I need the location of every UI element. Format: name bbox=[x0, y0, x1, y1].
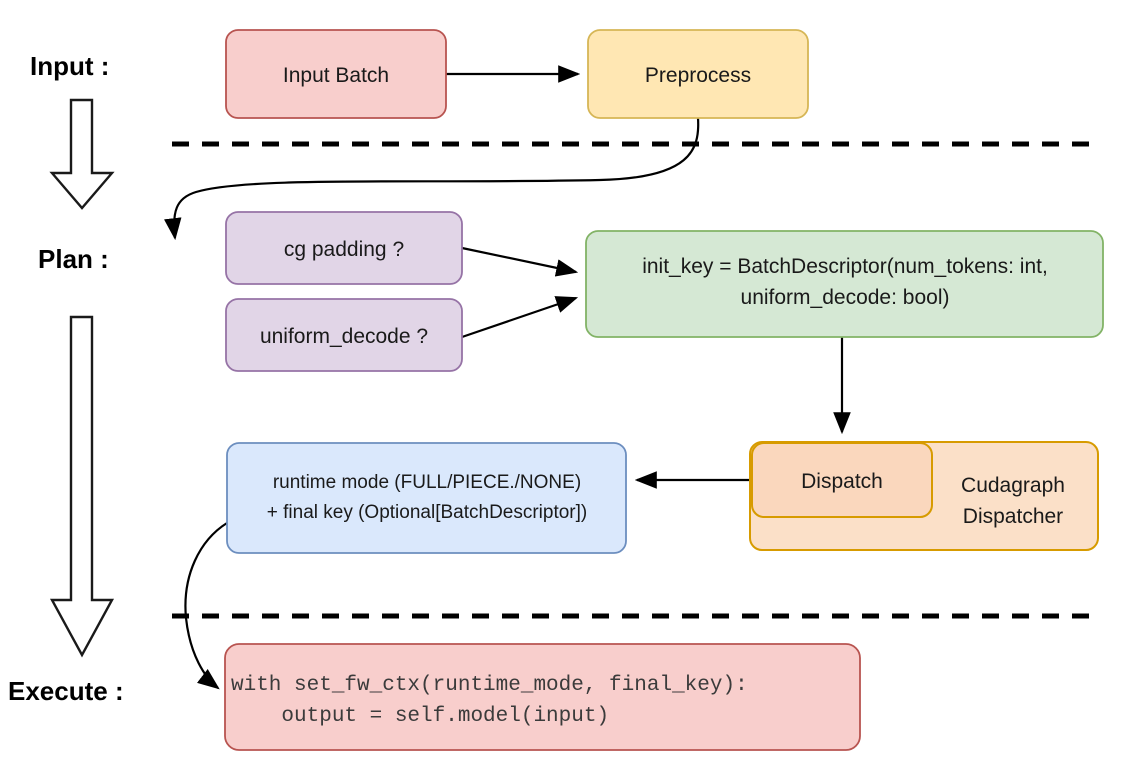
stage-labels: Input : Plan : Execute : bbox=[8, 51, 124, 706]
node-execute-code[interactable]: with set_fw_ctx(runtime_mode, final_key)… bbox=[224, 643, 861, 751]
cudagraph-dispatcher-label-line1: Cudagraph bbox=[961, 474, 1065, 497]
edge-cg-padding-to-init-key bbox=[461, 246, 579, 277]
runtime-mode-label-line1: runtime mode (FULL/PIECE./NONE) bbox=[273, 472, 581, 493]
uniform-decode-label: uniform_decode ? bbox=[260, 325, 428, 348]
input-batch-box[interactable] bbox=[225, 29, 447, 119]
preprocess-box[interactable] bbox=[587, 29, 809, 119]
flow-arrow-plan-to-execute bbox=[49, 315, 115, 658]
init-key-label-line2: uniform_decode: bool) bbox=[741, 286, 950, 309]
node-preprocess[interactable]: Preprocess bbox=[587, 29, 809, 119]
node-cg-padding[interactable]: cg padding ? bbox=[225, 211, 463, 285]
diagram-edges bbox=[163, 65, 851, 690]
dispatch-label: Dispatch bbox=[801, 470, 883, 493]
execute-code-box[interactable] bbox=[224, 643, 861, 751]
node-input-batch[interactable]: Input Batch bbox=[225, 29, 447, 119]
runtime-mode-box[interactable] bbox=[226, 442, 627, 554]
stage-label-plan: Plan : bbox=[38, 244, 109, 274]
input-batch-label: Input Batch bbox=[283, 64, 389, 87]
edge-runtime-mode-to-execute-code bbox=[184, 522, 228, 690]
init-key-box[interactable] bbox=[585, 230, 1104, 338]
uniform-decode-box[interactable] bbox=[225, 298, 463, 372]
stage-label-execute: Execute : bbox=[8, 676, 124, 706]
init-key-label-line1: init_key = BatchDescriptor(num_tokens: i… bbox=[642, 255, 1048, 278]
node-dispatch[interactable]: Dispatch bbox=[751, 442, 933, 518]
stage-label-input: Input : bbox=[30, 51, 109, 81]
cg-padding-label: cg padding ? bbox=[284, 238, 404, 261]
section-dividers bbox=[172, 141, 1097, 619]
cg-padding-box[interactable] bbox=[225, 211, 463, 285]
execute-code-line2: output = self.model(input) bbox=[231, 705, 609, 728]
flow-arrow-input-to-plan bbox=[49, 98, 115, 210]
preprocess-label: Preprocess bbox=[645, 64, 751, 87]
node-init-key[interactable]: init_key = BatchDescriptor(num_tokens: i… bbox=[585, 230, 1104, 338]
edge-preprocess-to-cg-padding bbox=[163, 117, 700, 241]
runtime-mode-label-line2: + final key (Optional[BatchDescriptor]) bbox=[267, 502, 588, 523]
execute-code-line1: with set_fw_ctx(runtime_mode, final_key)… bbox=[231, 674, 748, 697]
cudagraph-dispatcher-label-line2: Dispatcher bbox=[963, 505, 1063, 528]
dispatch-box[interactable] bbox=[751, 442, 933, 518]
node-uniform-decode[interactable]: uniform_decode ? bbox=[225, 298, 463, 372]
edge-uniform-decode-to-init-key bbox=[461, 296, 579, 339]
node-runtime-mode[interactable]: runtime mode (FULL/PIECE./NONE) + final … bbox=[226, 442, 627, 554]
